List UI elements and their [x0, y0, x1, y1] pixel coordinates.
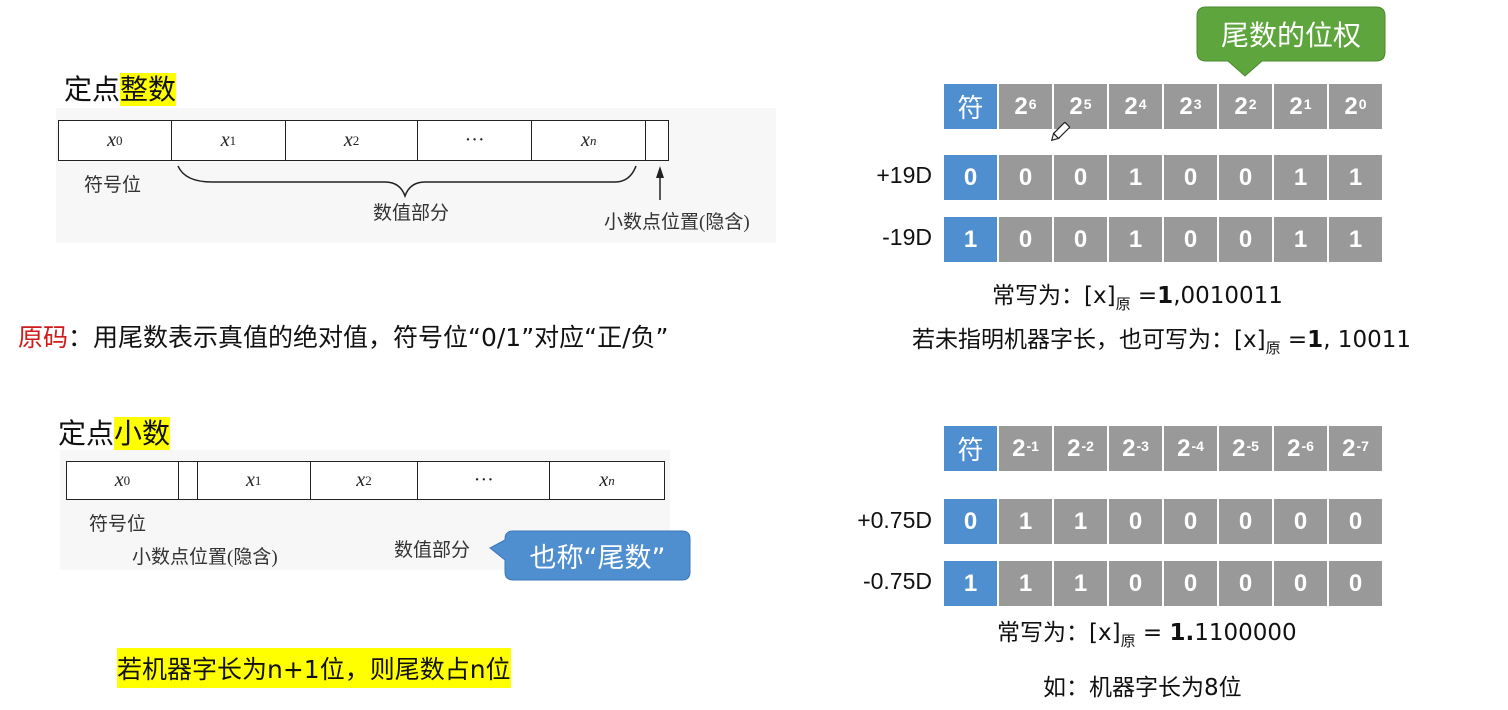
- row-label-plus075: +0.75D: [857, 507, 932, 533]
- word-length-example: 如：机器字长为8位: [1043, 675, 1242, 701]
- cell-point: [179, 462, 198, 499]
- bit-cell: 1: [1054, 499, 1107, 544]
- bit-cell: 0: [944, 499, 997, 544]
- bit-cell: 1: [999, 499, 1052, 544]
- integer-sign-label: 符号位: [84, 175, 142, 196]
- bit-cell: 0: [1219, 499, 1272, 544]
- integer-title: 定点整数: [64, 72, 177, 108]
- bits-row-plus19: 0 0 0 1 0 0 1 1: [944, 155, 1382, 200]
- bits-row-minus19: 1 0 0 1 0 0 1 1: [944, 217, 1382, 262]
- bit-cell: 1: [944, 217, 997, 262]
- bit-cell: 0: [1219, 155, 1272, 200]
- fraction-weight-header: 符 2-1 2-2 2-3 2-4 2-5 2-6 2-7: [944, 426, 1382, 471]
- bit-cell: 1: [1329, 217, 1382, 262]
- term-sign-magnitude: 原码: [18, 323, 69, 352]
- bit-cell: 0: [1054, 155, 1107, 200]
- bit-cell: 1: [1109, 155, 1162, 200]
- bit-cell: 1: [1274, 155, 1327, 200]
- bit-cell: 1: [944, 561, 997, 606]
- bit-cell: 0: [1274, 499, 1327, 544]
- word-length-note: 若机器字长为n+1位，则尾数占n位: [117, 648, 511, 688]
- weight-cell: 2-1: [999, 426, 1052, 471]
- title-plain: 定点: [64, 73, 121, 106]
- mantissa-callout: 也称“尾数”: [529, 543, 666, 574]
- bit-cell: 0: [1329, 561, 1382, 606]
- bit-cell: 0: [1109, 561, 1162, 606]
- bits-row-plus075: 0 1 1 0 0 0 0 0: [944, 499, 1382, 544]
- weight-callout: 尾数的位权: [1220, 19, 1361, 52]
- bit-cell: 0: [1219, 561, 1272, 606]
- bit-cell: 0: [1164, 155, 1217, 200]
- weight-cell: 2-3: [1109, 426, 1162, 471]
- cell-point: [646, 121, 668, 160]
- bit-cell: 0: [999, 155, 1052, 200]
- fraction-title: 定点小数: [58, 416, 171, 452]
- bit-cell: 0: [1054, 217, 1107, 262]
- bit-cell: 0: [944, 155, 997, 200]
- title-plain: 定点: [58, 417, 115, 450]
- sign-header: 符: [944, 426, 997, 471]
- sign-magnitude-rule: 原码：用尾数表示真值的绝对值，符号位“0/1”对应“正/负”: [18, 318, 668, 354]
- bits-row-minus075: 1 1 1 0 0 0 0 0: [944, 561, 1382, 606]
- rule-text: ：用尾数表示真值的绝对值，符号位“0/1”对应“正/负”: [68, 323, 669, 352]
- fraction-sign-label: 符号位: [89, 514, 147, 535]
- integer-formula-short: 若未指明机器字长，也可写为：[x]原 =1, 10011: [912, 327, 1411, 357]
- title-highlight: 小数: [114, 417, 171, 450]
- weight-cell: 2-2: [1054, 426, 1107, 471]
- bit-cell: 0: [1109, 499, 1162, 544]
- cell-ellipsis: ···: [418, 121, 533, 160]
- sign-header: 符: [944, 84, 997, 129]
- fraction-value-label: 数值部分: [394, 540, 471, 561]
- bit-cell: 0: [1274, 561, 1327, 606]
- bit-cell: 1: [1274, 217, 1327, 262]
- bit-cell: 0: [1164, 499, 1217, 544]
- bit-cell: 0: [1164, 561, 1217, 606]
- title-highlight: 整数: [120, 73, 177, 106]
- row-label-plus19: +19D: [876, 162, 932, 188]
- integer-formula: 常写为：[x]原 =1,0010011: [992, 283, 1283, 313]
- weight-cell: 2-4: [1164, 426, 1217, 471]
- weight-cell: 2-6: [1274, 426, 1327, 471]
- weight-cell: 2-7: [1329, 426, 1382, 471]
- fraction-formula: 常写为：[x]原 = 1.1100000: [997, 620, 1297, 650]
- integer-point-label: 小数点位置(隐含): [604, 212, 750, 233]
- bit-cell: 1: [1329, 155, 1382, 200]
- bit-cell: 1: [1109, 217, 1162, 262]
- bit-cell: 0: [1329, 499, 1382, 544]
- row-label-minus075: -0.75D: [862, 568, 932, 594]
- bit-cell: 0: [1219, 217, 1272, 262]
- weight-cell: 2-5: [1219, 426, 1272, 471]
- row-label-minus19: -19D: [882, 224, 932, 250]
- bit-cell: 0: [1164, 217, 1217, 262]
- bit-cell: 1: [999, 561, 1052, 606]
- bit-cell: 0: [999, 217, 1052, 262]
- fraction-point-label: 小数点位置(隐含): [132, 547, 278, 568]
- bit-cell: 1: [1054, 561, 1107, 606]
- cell-ellipsis: ···: [418, 462, 551, 499]
- integer-value-label: 数值部分: [373, 203, 450, 224]
